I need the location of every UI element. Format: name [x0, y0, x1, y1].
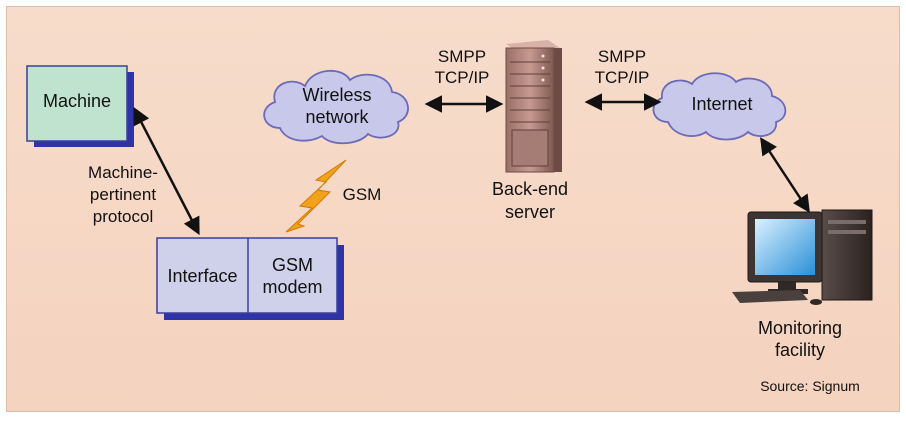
- machine-protocol-label: Machine- pertinent protocol: [88, 163, 158, 226]
- smpp-left-label: SMPP TCP/IP: [434, 47, 490, 87]
- machine-label: Machine: [42, 91, 112, 111]
- gsm-link-label: GSM: [342, 185, 382, 204]
- gsm-modem-label: GSM modem: [262, 254, 323, 297]
- source-credit: Source: Signum: [760, 378, 860, 394]
- lightning-icon: [285, 159, 347, 233]
- link-internet-monitoring: [760, 137, 810, 213]
- machine-box: [26, 65, 134, 147]
- interface-label: Interface: [167, 265, 238, 286]
- computer-icon: [732, 209, 873, 305]
- smpp-right-label: SMPP TCP/IP: [594, 47, 650, 87]
- cloud-icon: [263, 69, 409, 145]
- wireless-network-label: Wireless network: [302, 85, 372, 127]
- backend-server-label: Back-end server: [491, 179, 569, 222]
- internet-label: Internet: [691, 94, 753, 114]
- cloud-icon: [652, 72, 787, 141]
- interface-modem-box: [156, 237, 344, 320]
- server-icon: [505, 40, 562, 173]
- monitoring-facility-label: Monitoring facility: [757, 318, 843, 360]
- link-machine-interface: [133, 106, 200, 236]
